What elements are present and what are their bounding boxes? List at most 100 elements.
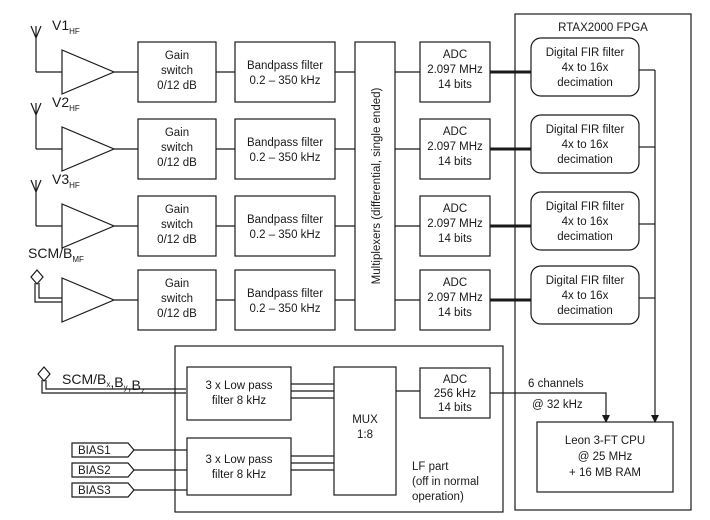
lf-adc-line-3: 14 bits (438, 402, 472, 414)
lf-channels-line-1: 6 channels (528, 378, 584, 390)
lf-adc-line-1: ADC (443, 374, 467, 386)
hf-adc-text: 2.097 MHz (427, 141, 483, 153)
antenna-icon (30, 179, 42, 226)
fir-filter-text: decimation (557, 305, 613, 317)
amplifier-icon (61, 49, 116, 95)
lowpass-filter-block-2 (186, 437, 292, 496)
hf-adc-text: 14 bits (438, 79, 472, 91)
channel-label-4: SCM/BMF (28, 245, 84, 264)
cpu-line-2: @ 25 MHz (578, 451, 633, 463)
bandpass-filter-block (234, 41, 336, 103)
lowpass-2-line-1: 3 x Low pass (205, 454, 272, 466)
hf-adc-text: ADC (443, 126, 467, 138)
mux-line-1: MUX (352, 414, 378, 426)
lf-part-line-2: (off in normal (412, 476, 479, 488)
bias-input-1: BIAS1 (71, 442, 187, 458)
channel-label-1: V1HF (52, 17, 80, 36)
amplifier-icon (61, 277, 116, 323)
hf-adc-text: 2.097 MHz (427, 292, 483, 304)
gain-switch-text: switch (161, 293, 193, 305)
lf-channels-line-2: @ 32 kHz (532, 399, 583, 411)
bandpass-text: 0.2 – 350 kHz (250, 229, 321, 241)
bias-label: BIAS3 (78, 485, 111, 497)
bandpass-filter-block (234, 269, 336, 331)
bias-input-3: BIAS3 (71, 482, 187, 498)
lowpass-1-line-1: 3 x Low pass (205, 380, 272, 392)
hf-adc-block (419, 195, 491, 257)
fir-filter-text: 4x to 16x (562, 139, 609, 151)
hf-adc-text: ADC (443, 203, 467, 215)
lf-adc-line-2: 256 kHz (434, 388, 476, 400)
bias-connector-icon (71, 462, 135, 478)
channel-label-2: V2HF (52, 94, 80, 113)
lf-part-line-1: LF part (412, 461, 449, 473)
lf-part-line-3: operation) (412, 491, 464, 503)
hf-adc-text: ADC (443, 277, 467, 289)
amplifier-icon (61, 126, 116, 172)
bias-input-2: BIAS2 (71, 462, 187, 478)
amplifier-icon (61, 203, 116, 249)
fir-filter-text: decimation (557, 77, 613, 89)
fir-filter-text: 4x to 16x (562, 290, 609, 302)
bandpass-text: Bandpass filter (247, 60, 323, 72)
gain-switch-text: switch (161, 142, 193, 154)
fir-filter-block (530, 37, 640, 97)
hf-adc-text: 14 bits (438, 307, 472, 319)
fir-filter-text: 4x to 16x (562, 216, 609, 228)
bandpass-text: 0.2 – 350 kHz (250, 75, 321, 87)
hf-row-1: V1HF Gain switch 0/12 dB Bandpass filter 0.2 … (30, 17, 655, 103)
hf-adc-text: 14 bits (438, 156, 472, 168)
lowpass-1-line-2: filter 8 kHz (212, 395, 267, 407)
gain-switch-text: 0/12 dB (157, 157, 197, 169)
fir-filter-text: Digital FIR filter (546, 275, 625, 287)
cpu-line-3: + 16 MB RAM (569, 467, 641, 479)
cpu-block (536, 421, 674, 493)
hf-adc-text: 14 bits (438, 233, 472, 245)
bias-connector-icon (71, 442, 135, 458)
fir-filter-text: decimation (557, 231, 613, 243)
bias-label: BIAS2 (78, 465, 111, 477)
bias-label: BIAS1 (78, 445, 111, 457)
gain-switch-text: 0/12 dB (157, 80, 197, 92)
fir-filter-text: Digital FIR filter (546, 201, 625, 213)
lowpass-filter-block-1 (186, 366, 292, 421)
fir-filter-block (530, 191, 640, 251)
scm-sensor-icon (30, 269, 44, 285)
fir-filter-text: Digital FIR filter (546, 124, 625, 136)
gain-switch-block (137, 195, 217, 257)
mux-line-2: 1:8 (357, 429, 373, 441)
gain-switch-text: 0/12 dB (157, 308, 197, 320)
bandpass-text: Bandpass filter (247, 288, 323, 300)
fir-filter-block (530, 265, 640, 325)
fir-filter-block (530, 114, 640, 174)
fir-filter-text: Digital FIR filter (546, 47, 625, 59)
hf-adc-text: ADC (443, 49, 467, 61)
gain-switch-block (137, 118, 217, 180)
gain-switch-text: Gain (165, 278, 189, 290)
bandpass-text: 0.2 – 350 kHz (250, 303, 321, 315)
fpga-label: RTAX2000 FPGA (558, 22, 648, 34)
bandpass-text: 0.2 – 350 kHz (250, 152, 321, 164)
gain-switch-text: switch (161, 65, 193, 77)
hf-adc-text: 2.097 MHz (427, 218, 483, 230)
scm-lf-input-label: SCM/Bx,By,Bz (62, 371, 145, 395)
antenna-icon (30, 102, 42, 149)
gain-switch-block (137, 269, 217, 331)
hf-row-4: SCM/BMF Gain switch 0/12 dB Bandpass filter 0… (28, 245, 655, 331)
bandpass-text: Bandpass filter (247, 214, 323, 226)
bandpass-filter-block (234, 118, 336, 180)
antenna-icon (30, 25, 42, 72)
lowpass-2-line-2: filter 8 kHz (212, 469, 267, 481)
gain-switch-text: Gain (165, 50, 189, 62)
channel-label-3: V3HF (52, 171, 80, 190)
multiplexer-block (354, 41, 396, 331)
hf-adc-block (419, 41, 491, 103)
gain-switch-text: switch (161, 219, 193, 231)
gain-switch-text: Gain (165, 204, 189, 216)
gain-switch-text: 0/12 dB (157, 234, 197, 246)
scm-lf-sensor-icon (37, 366, 186, 394)
gain-switch-text: Gain (165, 127, 189, 139)
